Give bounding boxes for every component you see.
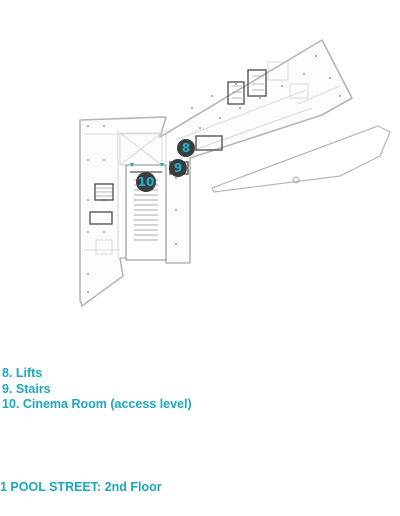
marker-cinema-room: 10 <box>136 172 156 192</box>
legend-item-stairs: 9. Stairs <box>2 381 51 396</box>
marker-stairs: 9 <box>169 159 187 177</box>
legend-item-cinema-room: 10. Cinema Room (access level) <box>2 397 192 411</box>
floor-caption: 1 POOL STREET: 2nd Floor <box>0 480 162 494</box>
building-outline <box>79 39 353 307</box>
stair-treads <box>96 75 264 197</box>
marker-label-cinema-room: 10 <box>138 175 155 189</box>
core-walls <box>89 69 267 225</box>
marker-lifts: 8 <box>177 139 195 157</box>
pool-outline <box>211 125 391 193</box>
legend: 8. Lifts 9. Stairs 10. Cinema Room (acce… <box>2 366 192 413</box>
floor-plan-map: 8 9 10 <box>79 39 391 307</box>
interior-walls <box>84 61 341 258</box>
access-arrow-icons <box>130 163 164 167</box>
cinema-room <box>125 164 167 261</box>
marker-label-stairs: 9 <box>174 161 182 175</box>
marker-label-lifts: 8 <box>182 141 190 155</box>
legend-item-lifts: 8. Lifts <box>2 366 43 380</box>
